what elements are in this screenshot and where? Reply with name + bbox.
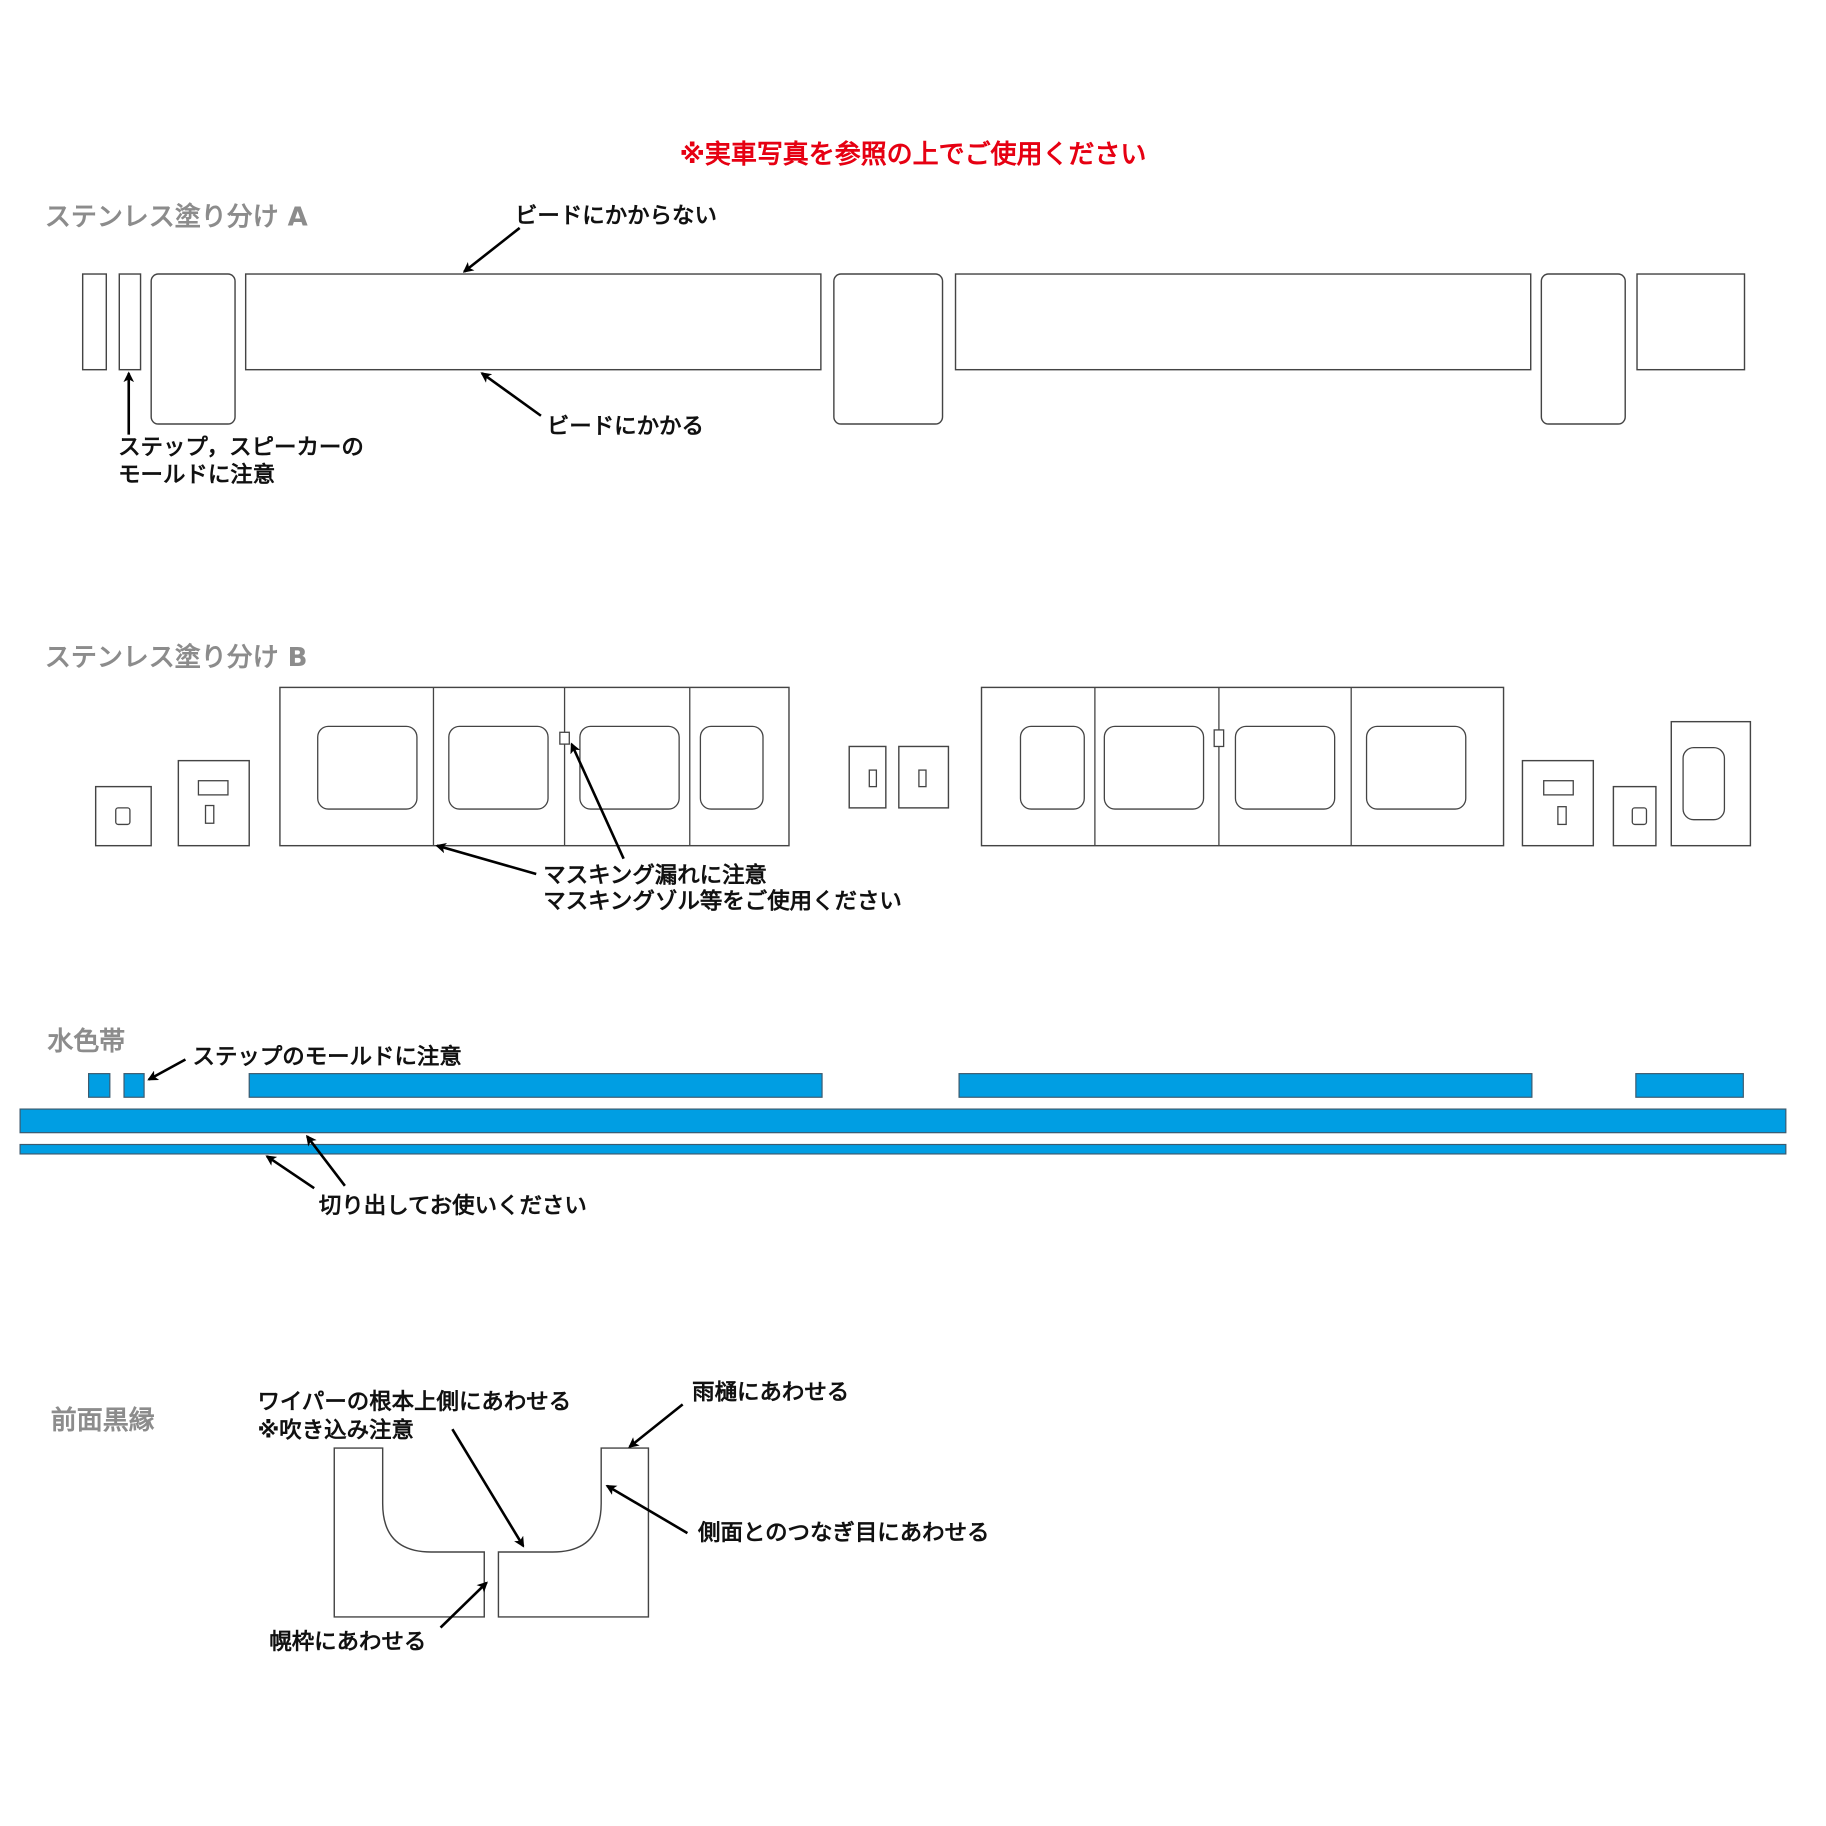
arrow-icon (306, 1134, 346, 1187)
note-step-speaker-line1: ステップ，スピーカーの (118, 435, 364, 461)
blue-band-strip-thin (19, 1143, 1787, 1155)
section-stainless-b: ステンレス塗り分け B (45, 642, 1752, 914)
window-cutout (1019, 725, 1085, 810)
note-hood-frame: 幌枠にあわせる (269, 1629, 426, 1655)
section-front-black-edge: 前面黒縁 ワイパーの根本上側にあわせる ※吹き込み注意 雨樋にあわせる 側面との… (51, 1379, 990, 1655)
mask-cutout (1543, 780, 1574, 796)
mask-piece (244, 273, 822, 371)
arrow-icon (570, 742, 625, 860)
mask-cutout (115, 807, 131, 826)
arrow-icon (451, 1428, 525, 1548)
mask-piece (118, 273, 142, 371)
mask-cutout (1557, 806, 1567, 826)
front-edge-left-piece (333, 1447, 485, 1618)
mask-cutout (918, 769, 927, 788)
note-masking-line2: マスキングゾル等をご使用ください (543, 887, 902, 914)
window-cutout (448, 725, 549, 810)
mask-piece (1540, 273, 1626, 425)
section-title-light-blue-band: 水色帯 (47, 1026, 125, 1057)
note-step-mold: ステップのモールドに注意 (193, 1043, 462, 1070)
mask-piece (81, 273, 108, 371)
mask-cutout (1631, 807, 1648, 826)
section-title-stainless-a: ステンレス塗り分け A (45, 202, 308, 233)
window-cutout (1365, 725, 1467, 810)
small-cutout (559, 731, 570, 745)
note-bead-cover: ビードにかかる (547, 413, 704, 439)
window-cutout (699, 725, 764, 810)
mask-cutout (868, 769, 878, 788)
note-masking-line1: マスキング漏れに注意 (543, 861, 767, 888)
mask-piece (177, 759, 250, 847)
note-bead-not-cover: ビードにかからない (515, 203, 717, 229)
blue-band-piece (123, 1073, 145, 1098)
blue-band-piece (87, 1073, 111, 1098)
arrow-icon (265, 1155, 315, 1190)
blue-band-piece (1635, 1073, 1744, 1098)
arrow-icon (147, 1058, 187, 1081)
note-step-speaker-line2: モールドに注意 (118, 461, 275, 488)
note-wiper-line1: ワイパーの根本上側にあわせる (257, 1389, 571, 1415)
front-edge-right-piece (497, 1447, 650, 1618)
section-light-blue-band: 水色帯 ステップのモールドに注意 切り出してお使いください (19, 1026, 1787, 1219)
note-cut-out: 切り出してお使いください (319, 1193, 587, 1219)
window-cutout (1234, 725, 1336, 810)
mask-cutout (197, 780, 229, 796)
mask-piece (150, 273, 236, 425)
note-wiper-line2: ※吹き込み注意 (257, 1416, 413, 1443)
arrow-icon (435, 842, 537, 876)
window-cutout (1103, 725, 1205, 810)
blue-band-strip-wide (19, 1108, 1787, 1134)
note-rain-gutter: 雨樋にあわせる (692, 1379, 849, 1406)
section-title-front-black-edge: 前面黒縁 (51, 1405, 155, 1436)
window-cutout (317, 725, 418, 810)
blue-band-piece (958, 1073, 1533, 1098)
mask-piece (848, 745, 887, 809)
arrow-icon (605, 1484, 689, 1535)
small-cutout (1213, 729, 1225, 748)
section-title-stainless-b: ステンレス塗り分け B (45, 642, 308, 673)
reference-warning: ※実車写真を参照の上でご使用ください (680, 139, 1147, 170)
arrow-icon (439, 1581, 488, 1629)
arrow-icon (480, 372, 542, 417)
note-side-seam: 側面とのつなぎ目にあわせる (697, 1519, 989, 1546)
mask-piece (1636, 273, 1746, 371)
mask-piece (833, 273, 944, 425)
mask-cutout (1682, 746, 1726, 821)
mask-piece (1521, 759, 1595, 847)
arrow-icon (628, 1403, 684, 1448)
mask-cutout (204, 804, 215, 824)
arrow-icon (462, 226, 521, 273)
mask-piece (954, 273, 1532, 371)
section-stainless-a: ステンレス塗り分け A ビードにかからない ビードにかかる ステップ，スピーカー… (45, 202, 1746, 488)
window-cutout (579, 725, 680, 810)
blue-band-piece (248, 1073, 823, 1098)
